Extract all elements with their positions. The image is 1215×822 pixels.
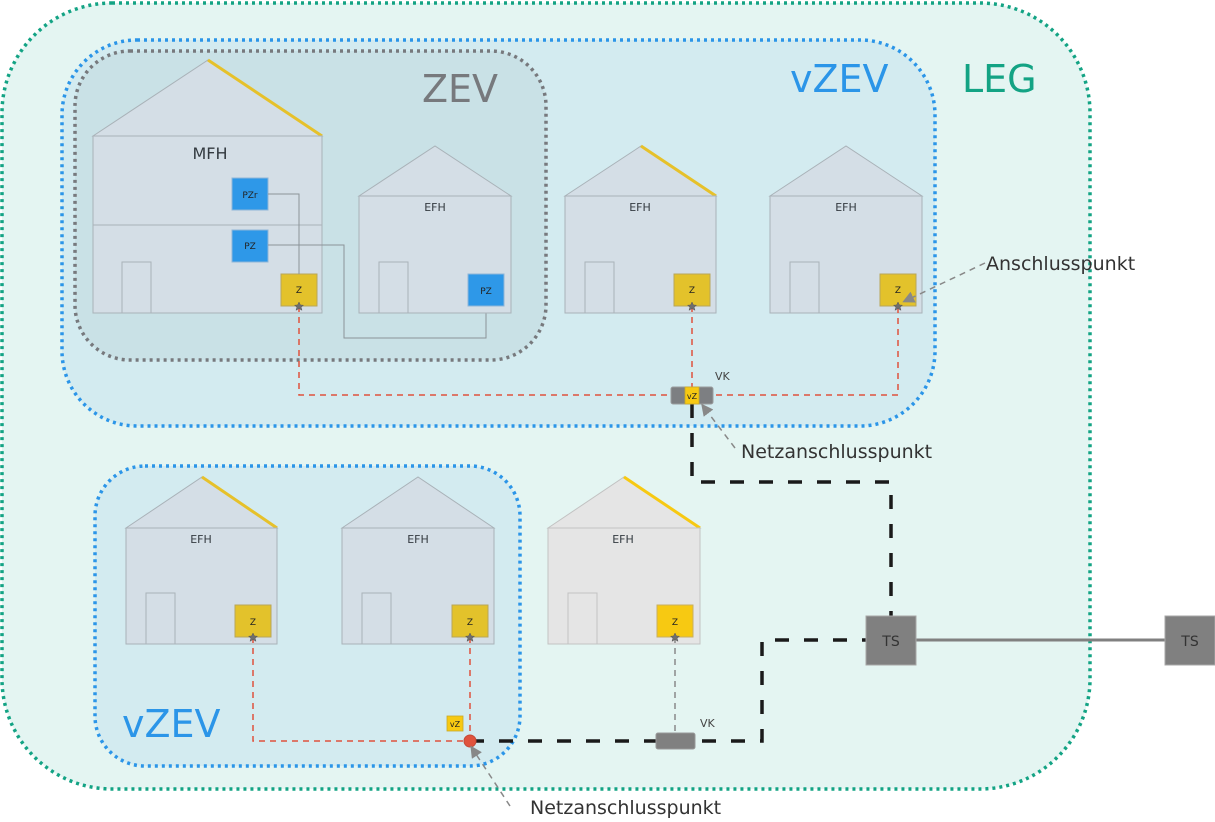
- meter-label: Z: [895, 286, 901, 296]
- transformer-box: [1164, 615, 1215, 666]
- meter-label: Z: [672, 618, 678, 628]
- meter-label: Z: [689, 286, 695, 296]
- building-label: EFH: [424, 201, 446, 214]
- door: [361, 592, 392, 645]
- annotation-arrow-netzanschlusspunkt-top: [701, 403, 736, 449]
- mfh-upper-floor: [92, 135, 323, 226]
- building-label: EFH: [629, 201, 651, 214]
- pv-roof: [640, 144, 717, 198]
- meter-label: Z: [467, 618, 473, 628]
- transformer-label: TS: [1180, 634, 1199, 650]
- door: [378, 261, 409, 314]
- grid-line: [690, 404, 893, 616]
- transformer-station-local: TS: [865, 615, 917, 666]
- leg-group-label: LEG: [962, 57, 1037, 101]
- building-efh: EFH Z: [768, 145, 924, 314]
- private-meter-wire: [268, 244, 487, 339]
- annotation-arrow-netzanschlusspunkt-bottom: [470, 745, 511, 807]
- virtual-meter-label: vZ: [450, 720, 461, 729]
- meter-label: Z: [296, 286, 302, 296]
- meter-z: [451, 604, 489, 638]
- star-icon: [892, 301, 904, 311]
- zev-group-label: ZEV: [422, 67, 498, 111]
- meter-z: [280, 273, 318, 307]
- meter-label: Z: [250, 618, 256, 628]
- vzev-top-group-label: vZEV: [790, 57, 889, 101]
- private-meter-label: PZ: [244, 242, 256, 252]
- door: [584, 261, 615, 314]
- star-icon: [669, 632, 681, 642]
- grid-connection-point-bottom: [463, 734, 477, 748]
- vzev-bottom-group-label: vZEV: [122, 702, 221, 746]
- building-mfh: MFH PZr PZ Z: [91, 58, 324, 314]
- private-meter-pz: [467, 273, 505, 307]
- private-meter-wire: [268, 193, 300, 274]
- cabinet-label: VK: [715, 370, 731, 383]
- door: [789, 261, 820, 314]
- distribution-cabinet-top: vZ VK: [670, 370, 731, 405]
- internal-line: [252, 637, 470, 742]
- transformer-station-upstream: TS: [1164, 615, 1215, 666]
- building-efh: EFH PZ: [357, 145, 513, 314]
- transformer-label: TS: [881, 634, 900, 650]
- internal-line: [298, 306, 899, 396]
- meter-z: [673, 273, 711, 307]
- cabinet-box: [655, 732, 696, 750]
- building-efh: EFH Z: [546, 475, 702, 645]
- annotation-arrow-anschlusspunkt: [902, 262, 986, 303]
- door: [121, 261, 152, 314]
- star-icon: [293, 301, 305, 311]
- private-meter-label: PZr: [242, 191, 258, 201]
- connection-point-stars: [247, 301, 904, 642]
- star-icon: [464, 632, 476, 642]
- building-efh: EFH Z: [124, 475, 279, 645]
- pv-roof: [201, 475, 278, 530]
- private-meter-label: PZ: [480, 287, 492, 297]
- building-label: MFH: [192, 144, 227, 163]
- building-efh: EFH Z: [563, 144, 718, 314]
- star-icon: [686, 301, 698, 311]
- grid-line: [470, 638, 866, 743]
- building-label: EFH: [612, 533, 634, 546]
- building-label: EFH: [190, 533, 212, 546]
- annotation-netzanschlusspunkt-top: Netzanschlusspunkt: [741, 441, 932, 463]
- virtual-meter-vz: [684, 386, 700, 405]
- pv-roof-mfh: [207, 58, 323, 138]
- annotation-anschlusspunkt: Anschlusspunkt: [986, 253, 1135, 275]
- door: [567, 592, 598, 645]
- building-efh: EFH Z: [340, 476, 496, 645]
- virtual-meter-label: vZ: [687, 392, 698, 401]
- building-label: EFH: [407, 533, 429, 546]
- pv-roof: [623, 475, 701, 530]
- private-meter-pz: [231, 229, 269, 263]
- transformer-box: [865, 615, 917, 666]
- distribution-cabinet-bottom: VK: [655, 717, 716, 750]
- building-label: EFH: [835, 201, 857, 214]
- annotation-netzanschlusspunkt-bottom: Netzanschlusspunkt: [530, 797, 721, 819]
- virtual-meter-vz: [446, 715, 464, 732]
- door: [145, 592, 176, 645]
- cabinet-label: VK: [700, 717, 716, 730]
- star-icon: [247, 632, 259, 642]
